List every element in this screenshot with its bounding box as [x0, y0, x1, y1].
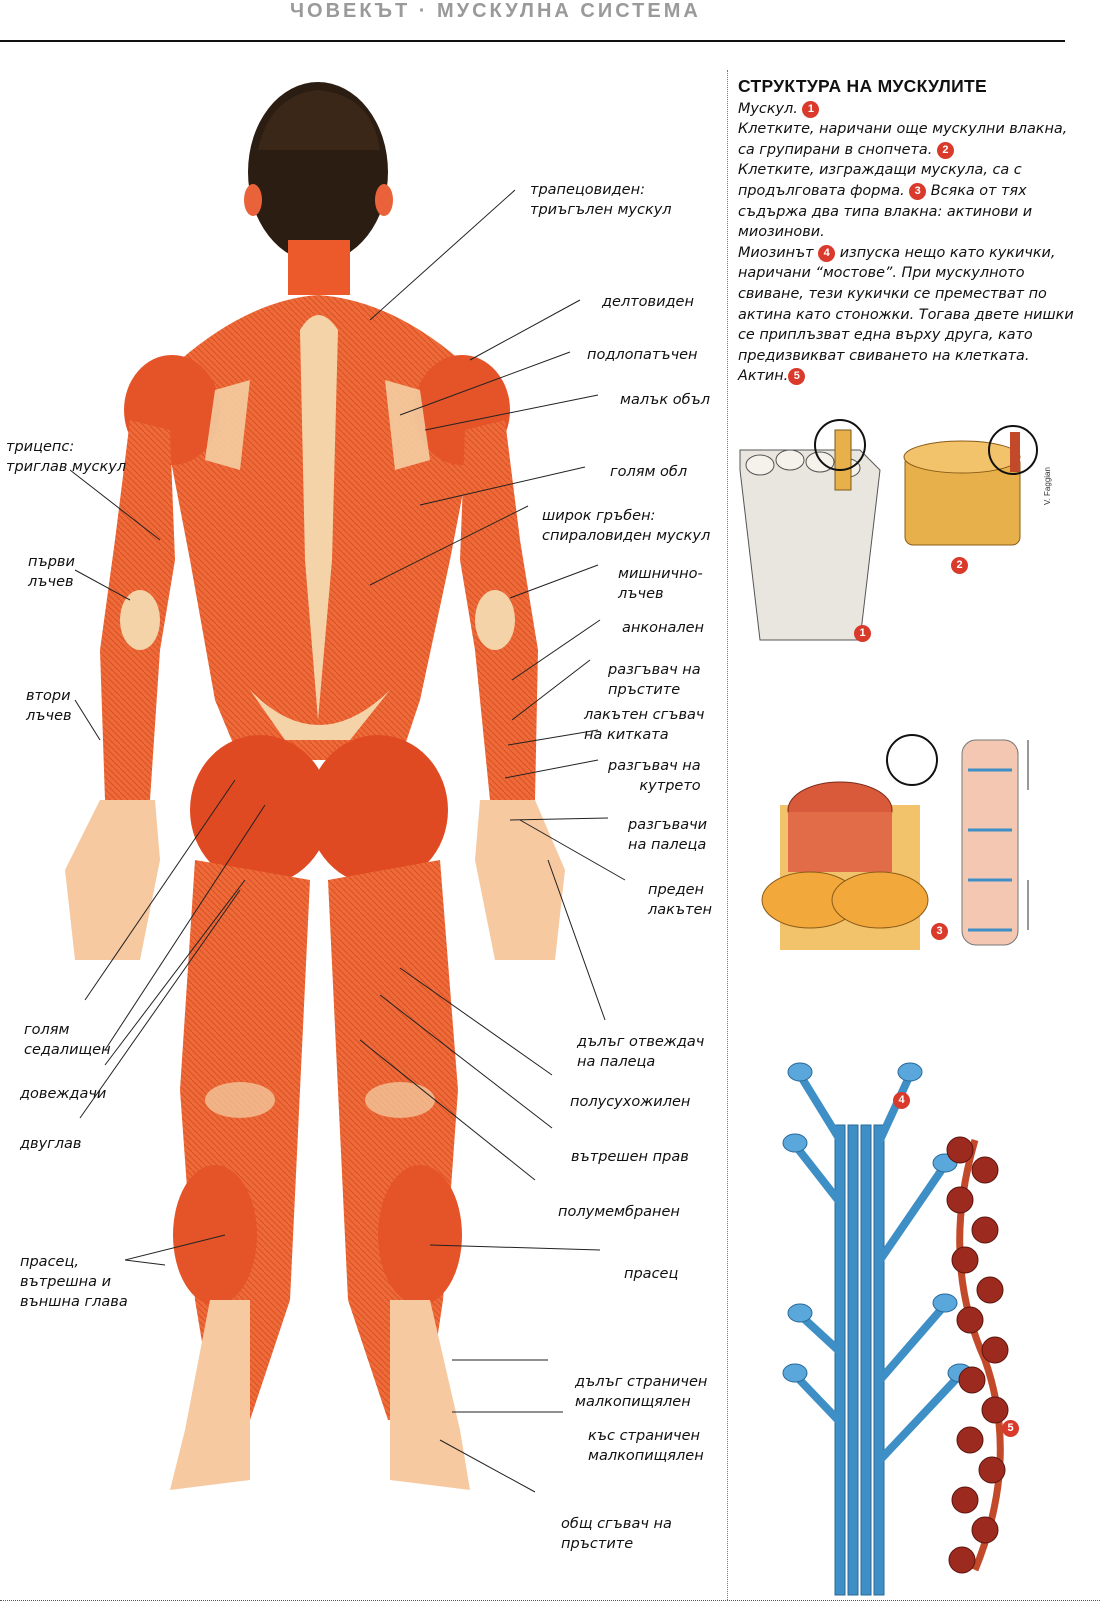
label-gastrocnemius-right: прасец — [624, 1266, 679, 1282]
human-back-figure — [65, 82, 565, 1490]
label-brachioradialis: мишнично- лъчев — [618, 566, 703, 602]
label-gastrocnemius-left: прасец, вътрешна и външна глава — [20, 1254, 128, 1310]
leader-lines — [69, 189, 626, 1493]
panel-paragraph-1: Мускул. 1 — [738, 99, 1083, 120]
panel-paragraph-3: Клетките, изграждащи мускула, са с продъ… — [738, 162, 1033, 241]
label-trapezius: трапецовиден: триъгълен мускул — [530, 182, 672, 218]
muscle-bundle-illustration — [739, 419, 881, 641]
label-infraspinatus: подлопатъчен — [587, 347, 698, 363]
illustrator-credit: V. Faggian — [1043, 467, 1052, 505]
muscle-fiber-illustration — [761, 734, 1029, 950]
label-flex-digitorum: общ сгъвач на пръстите — [561, 1516, 672, 1552]
badge-3: 3 — [909, 182, 927, 200]
label-gluteus-maximus: голям седалищен — [24, 1022, 111, 1058]
running-header: ЧОВЕКЪТ · МУСКУЛНА СИСТЕМА — [290, 0, 701, 22]
illustration-badge-1: 1 — [854, 625, 871, 642]
actin-filament-illustration — [946, 1136, 1009, 1574]
illustration-badge-2: 2 — [951, 557, 968, 574]
label-teres-major: голям обл — [610, 464, 688, 480]
label-peroneus-longus: дълъг страничен малкопищялен — [575, 1374, 708, 1410]
label-ext-digitorum: разгъвач на пръстите — [608, 662, 701, 698]
label-latissimus: широк гръбен: спираловиден мускул — [542, 508, 711, 544]
label-peroneus-brevis: къс страничен малкопищялен — [588, 1428, 704, 1464]
label-ext-pollicis: разгъвачи на палеца — [628, 817, 708, 853]
label-deltoid: делтовиден — [602, 294, 694, 310]
label-ext-carpi-rad-brevis: втори лъчев — [26, 688, 72, 724]
top-rule — [0, 40, 1065, 42]
label-ext-digiti-minimi: разгъвач на кутрето — [608, 758, 701, 794]
myosin-filament-illustration — [782, 1062, 973, 1596]
fascicle-illustration — [903, 425, 1038, 546]
label-flex-carpi-ulnaris: лакътен сгъвач на китката — [584, 707, 705, 743]
bottom-rule — [0, 1600, 1100, 1601]
illustration-badge-3: 3 — [931, 923, 948, 940]
badge-4: 4 — [818, 244, 836, 262]
panel-paragraph-5: Актин.5 — [738, 366, 1083, 387]
label-anconeus: анконален — [622, 620, 705, 636]
badge-5: 5 — [788, 368, 806, 386]
label-semimembranosus: полумембранен — [558, 1204, 680, 1220]
label-gracilis: вътрешен прав — [571, 1149, 689, 1165]
label-ext-carpi-ulnaris: преден лакътен — [648, 882, 713, 918]
muscle-structure-panel: СТРУКТУРА НА МУСКУЛИТЕ Мускул. 1 Клеткит… — [738, 76, 1083, 387]
panel-title: СТРУКТУРА НА МУСКУЛИТЕ — [738, 76, 987, 96]
badge-1: 1 — [802, 100, 820, 118]
label-semitendinosus: полусухожилен — [570, 1094, 691, 1110]
label-teres-minor: малък объл — [620, 392, 711, 408]
panel-paragraph-2: Клетките, наричани още мускулни влакна, … — [738, 121, 1068, 159]
label-abd-pollicis-longus: дълъг отвеждач на палеца — [577, 1034, 705, 1070]
label-adductors: довеждачи — [20, 1086, 107, 1102]
illustration-badge-5: 5 — [1002, 1420, 1019, 1437]
panel-paragraph-4: Миозинът 4 изпуска нещо като кукички, на… — [738, 244, 1074, 364]
label-ext-carpi-rad-longus: първи лъчев — [28, 554, 75, 590]
column-separator — [727, 70, 728, 1600]
label-triceps: трицепс: триглав мускул — [6, 439, 127, 475]
badge-2: 2 — [936, 141, 954, 159]
label-biceps-femoris: двуглав — [20, 1136, 82, 1152]
illustration-badge-4: 4 — [893, 1092, 910, 1109]
